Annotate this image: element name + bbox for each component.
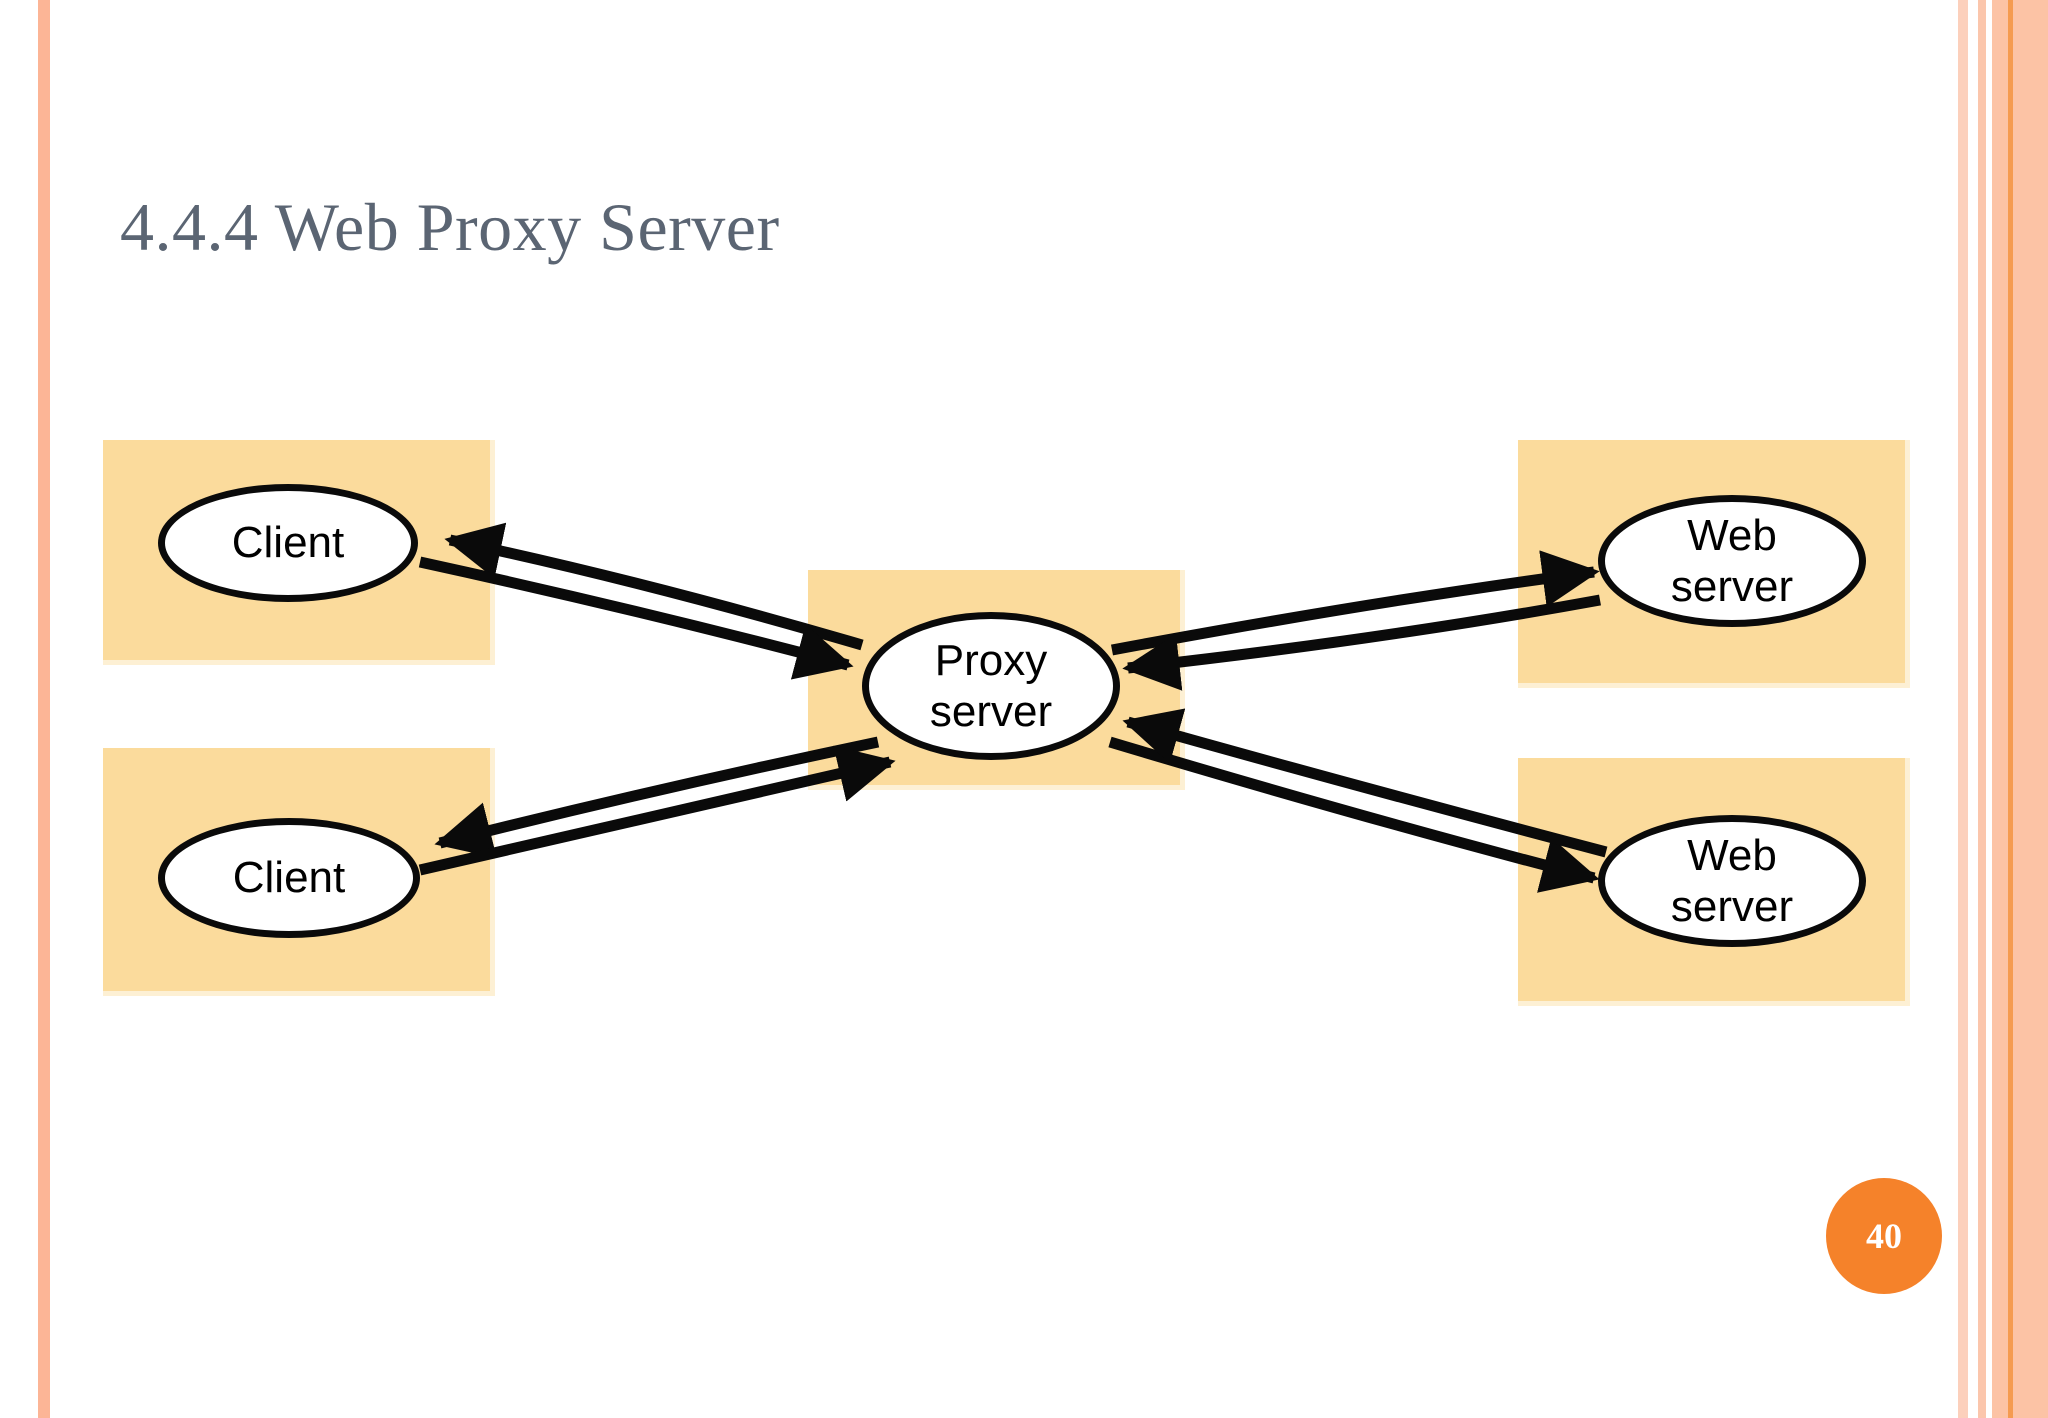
node-label-line-2: server	[1670, 562, 1794, 611]
edge-proxy-to-client-top	[444, 522, 864, 651]
node-web-server-bottom[interactable]: Web server	[1598, 815, 1866, 947]
page-number-text: 40	[1866, 1216, 1902, 1256]
node-web-server-top[interactable]: Web server	[1598, 495, 1866, 627]
decorative-stripe-right-thin	[1958, 0, 1968, 1418]
node-label-line-1: Proxy	[934, 635, 1048, 685]
node-proxy-server[interactable]: Proxy server	[862, 612, 1120, 760]
node-label-line-1: Web	[1687, 830, 1777, 880]
page-title: 4.4.4 Web Proxy Server	[120, 189, 780, 265]
page-number-badge: 40	[1826, 1178, 1942, 1294]
node-label: Client	[231, 518, 345, 568]
node-client-bottom[interactable]: Client	[158, 818, 420, 938]
node-label-line-1: Web	[1687, 510, 1777, 560]
decorative-stripe-right-thin-2	[1978, 0, 1986, 1418]
decorative-stripe-right-accent	[2008, 0, 2013, 1418]
decorative-stripe-left	[38, 0, 50, 1418]
node-client-top[interactable]: Client	[158, 484, 418, 602]
node-label-line-2: server	[929, 687, 1053, 736]
node-label-line-2: server	[1670, 882, 1794, 931]
node-label: Client	[232, 853, 346, 903]
decorative-stripe-right-band	[1992, 0, 2048, 1418]
